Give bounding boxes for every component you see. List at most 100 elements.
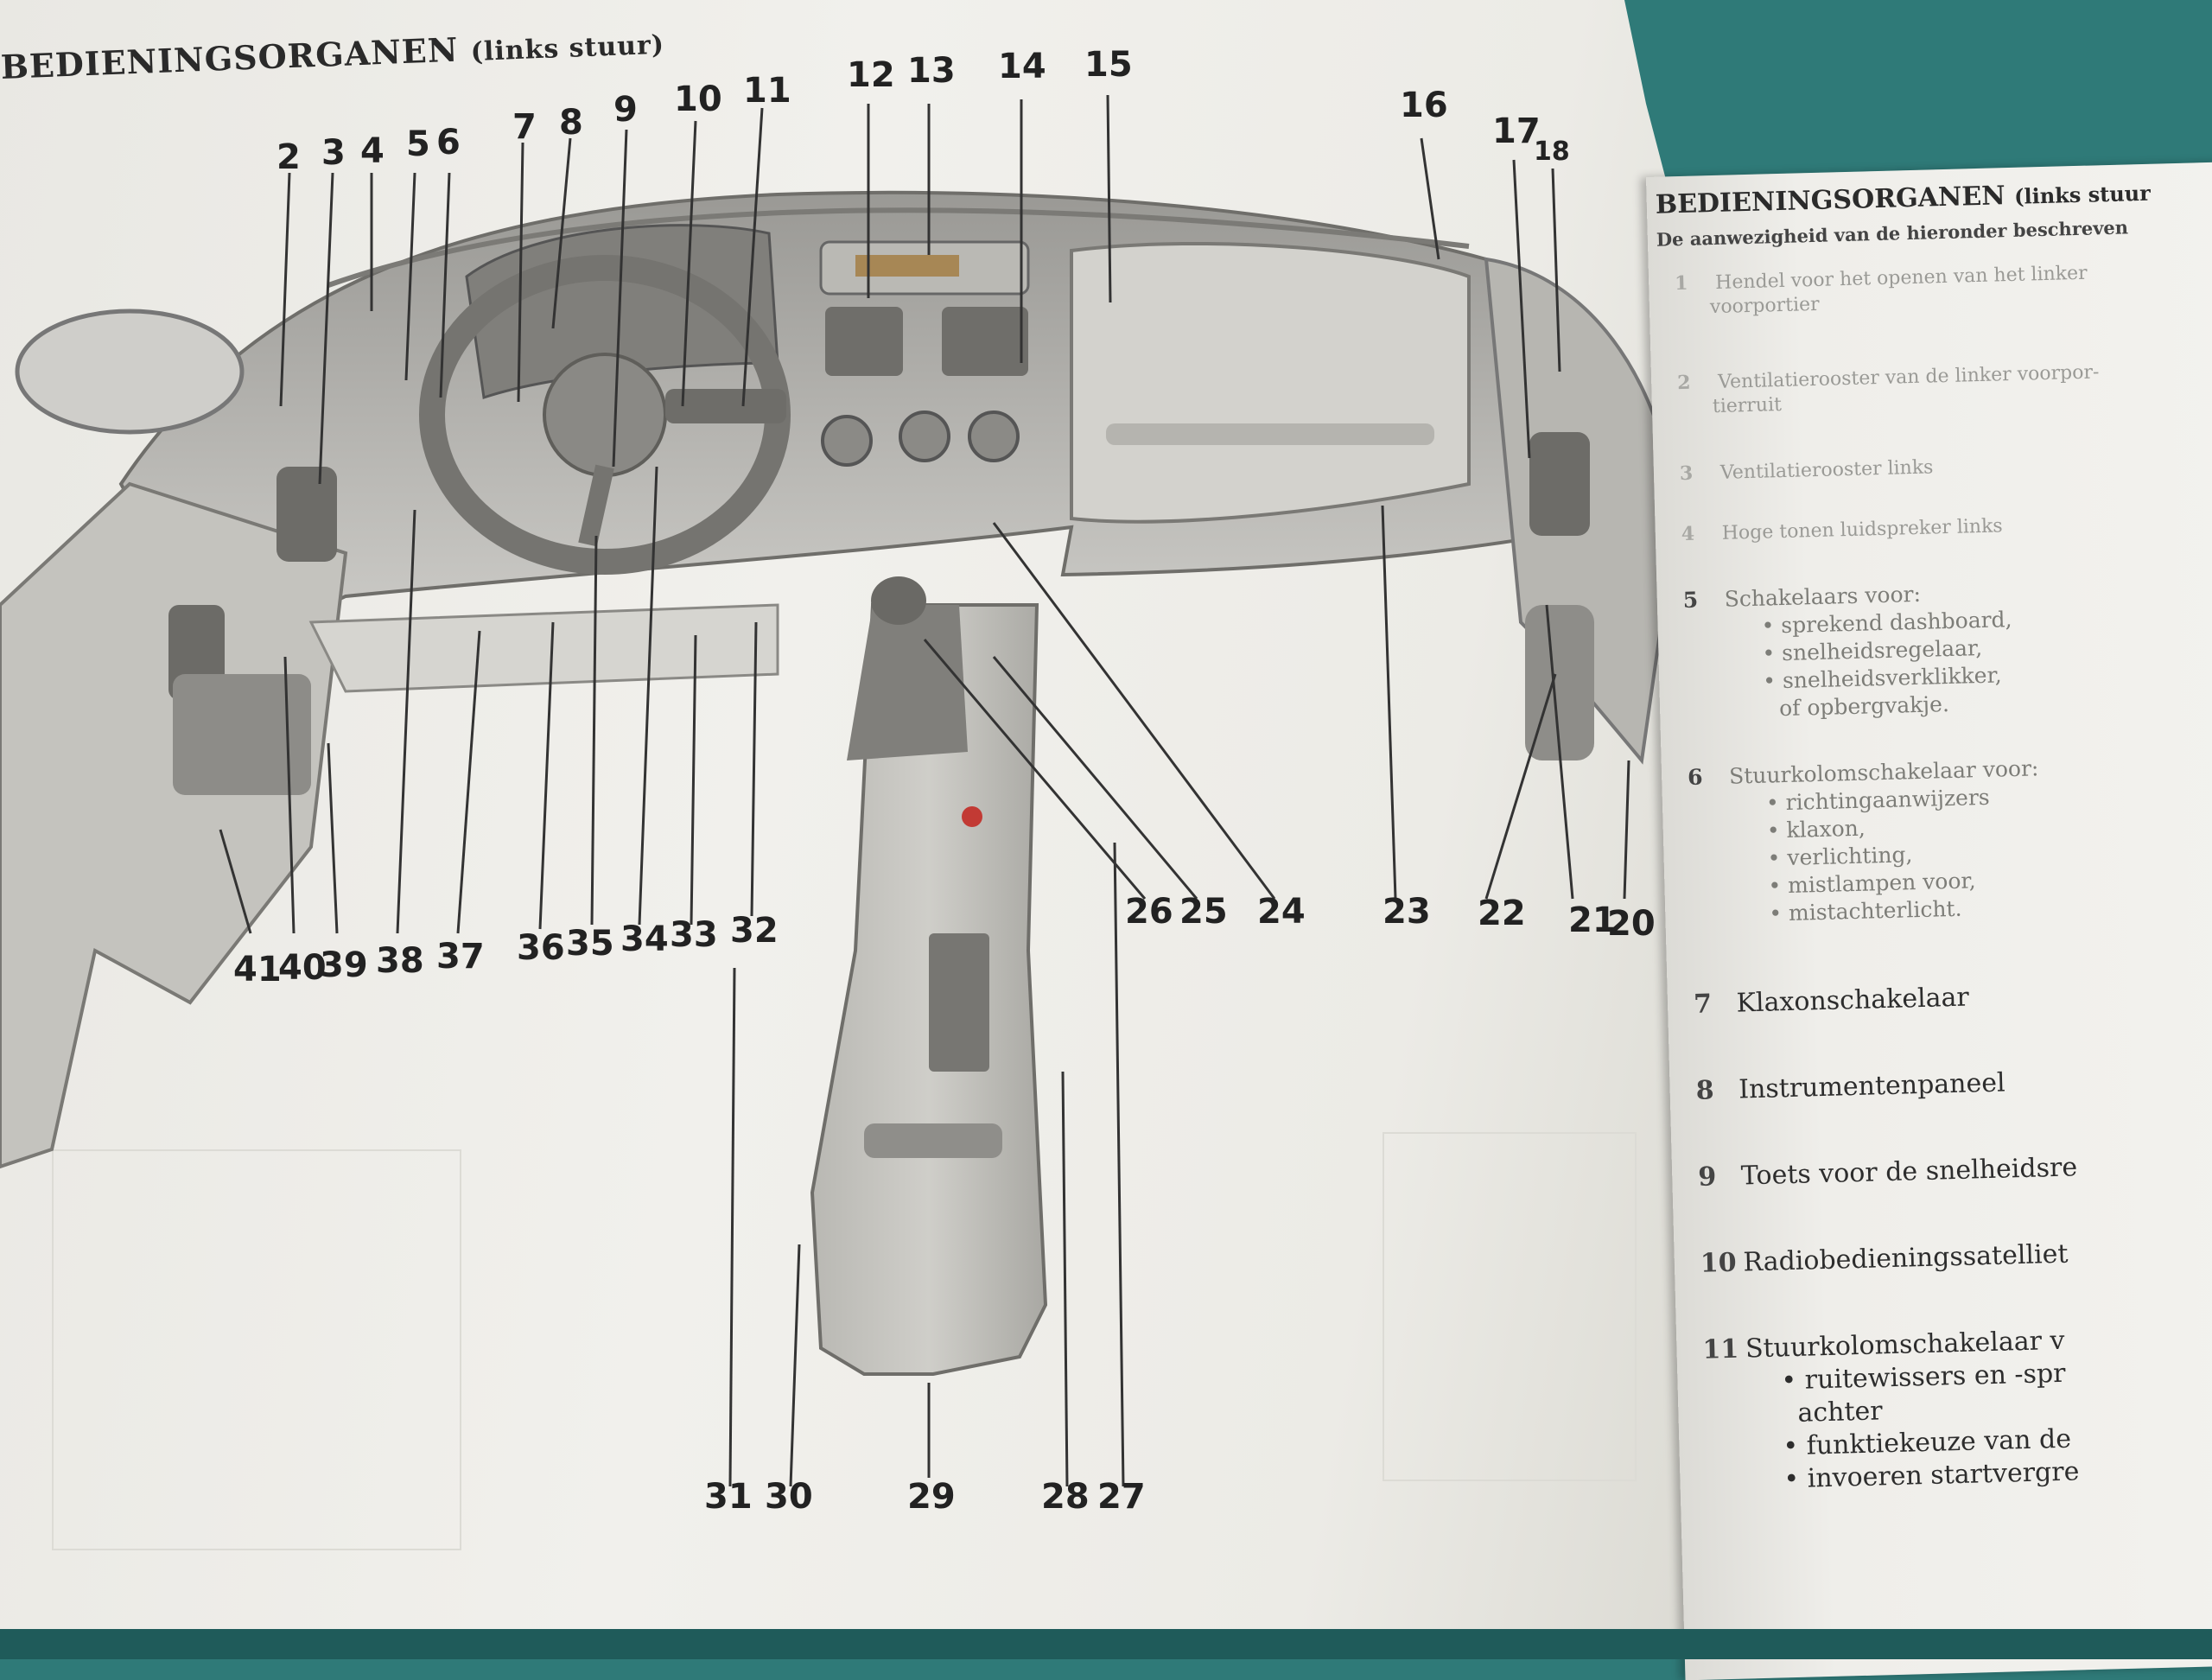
door-panel-left <box>0 481 348 1169</box>
callout-17: 17 <box>1492 111 1541 151</box>
item-bullets: richtingaanwijzers klaxon, verlichting, … <box>1688 782 2043 930</box>
callout-3: 3 <box>321 133 346 173</box>
center-vent-right <box>942 307 1028 376</box>
air-vent-right <box>1529 432 1590 536</box>
list-item: 8 Instrumentenpaneel <box>1695 1066 2005 1107</box>
callout-40: 40 <box>278 948 327 988</box>
side-mirror-left <box>15 309 245 435</box>
callout-20: 20 <box>1607 904 1656 944</box>
console-tray <box>864 1123 1002 1158</box>
item-text: voorportier <box>1709 293 1820 319</box>
item-number: 2 <box>1676 371 1691 395</box>
callouts-top: 2 3 4 5 6 7 8 9 10 11 12 13 14 15 16 17 … <box>276 45 1570 177</box>
item-text: of opbergvakje. <box>1778 691 1950 722</box>
list-item: 10 Radiobedieningssatelliet <box>1700 1238 2068 1281</box>
callout-34: 34 <box>620 920 669 959</box>
item-number: 8 <box>1695 1075 1715 1106</box>
callout-13: 13 <box>907 51 956 91</box>
bullet: snelheidsverklikker, <box>1763 661 2014 696</box>
callout-9: 9 <box>613 90 638 130</box>
callout-27: 27 <box>1097 1477 1146 1517</box>
item-number: 10 <box>1700 1247 1738 1279</box>
callout-26: 26 <box>1125 892 1173 932</box>
item-number: 5 <box>1682 587 1699 614</box>
list-item: 5 Schakelaars voor: sprekend dashboard, … <box>1682 578 2014 725</box>
item-text: Ventilatierooster links <box>1719 456 1934 484</box>
item-number: 7 <box>1693 989 1713 1020</box>
main-page: BEDIENINGSORGANEN (links stuur) <box>0 0 1685 1659</box>
callout-7: 7 <box>512 107 537 147</box>
item-text: Klaxonschakelaar <box>1736 982 1970 1019</box>
callouts-console: 31 30 29 28 27 <box>704 1477 1146 1517</box>
callout-2: 2 <box>276 137 301 177</box>
item-number: 4 <box>1681 522 1695 546</box>
item-number: 3 <box>1679 461 1694 486</box>
item-text: Instrumentenpaneel <box>1738 1067 2006 1105</box>
callout-22: 22 <box>1478 894 1526 933</box>
item-bullets: sprekend dashboard, snelheidsregelaar, s… <box>1683 606 2013 697</box>
steering-spoke <box>578 464 614 547</box>
item-text: achter <box>1797 1396 1884 1429</box>
side-page-intro: De aanwezigheid van de hieronder beschre… <box>1656 216 2129 251</box>
side-title-main: BEDIENINGSORGANEN <box>1655 181 2006 220</box>
air-vent-left <box>276 467 337 562</box>
list-item: 6 Stuurkolomschakelaar voor: richtingaan… <box>1688 754 2043 930</box>
callout-6: 6 <box>436 123 461 162</box>
callout-10: 10 <box>674 80 722 119</box>
item-text: Radiobedieningssatelliet <box>1743 1238 2069 1278</box>
item-number: 11 <box>1702 1333 1739 1365</box>
door-handle-left <box>173 674 311 795</box>
hazard-switch <box>962 806 982 827</box>
gear-boot <box>847 605 968 760</box>
item-number: 1 <box>1674 271 1688 296</box>
center-vent-left <box>825 307 903 376</box>
callout-39: 39 <box>320 945 368 985</box>
windscreen-trim <box>327 207 1470 288</box>
callout-35: 35 <box>566 924 614 964</box>
callout-23: 23 <box>1382 892 1431 932</box>
callout-29: 29 <box>907 1477 956 1517</box>
callout-4: 4 <box>360 131 385 171</box>
heater-knob-2 <box>899 410 950 462</box>
ghost-box-left <box>52 1149 461 1550</box>
side-page: BEDIENINGSORGANEN (links stuur De aanwez… <box>1646 161 2212 1680</box>
callout-11: 11 <box>743 71 791 111</box>
item-text: tierruit <box>1712 393 1783 418</box>
callout-28: 28 <box>1041 1477 1090 1517</box>
callouts-bottom-row: 41 40 39 38 37 36 35 34 33 32 26 25 24 2… <box>233 892 1656 990</box>
callout-38: 38 <box>376 941 424 981</box>
heater-knob-1 <box>821 415 873 467</box>
center-display-screen <box>855 255 959 277</box>
list-item: 7 Klaxonschakelaar <box>1694 982 1970 1021</box>
list-item: 9 Toets voor de snelheidsre <box>1698 1151 2078 1193</box>
callout-8: 8 <box>559 103 583 143</box>
heater-knob-3 <box>968 410 1020 462</box>
lower-dashboard <box>308 603 779 693</box>
side-page-title: BEDIENINGSORGANEN (links stuur <box>1655 177 2151 220</box>
callout-33: 33 <box>670 915 718 955</box>
callout-41: 41 <box>233 950 282 990</box>
item-bullets: funktiekeuze van de invoeren startvergre <box>1705 1422 2080 1498</box>
callout-32: 32 <box>730 911 779 951</box>
callout-18: 18 <box>1534 137 1570 167</box>
bullet: mistachterlicht. <box>1769 893 2043 927</box>
list-item: 3 Ventilatierooster links <box>1680 455 1934 487</box>
glovebox-handle <box>1106 423 1434 445</box>
item-number: 6 <box>1687 764 1703 790</box>
list-item: 4 Hoge tonen luidspreker links <box>1681 513 2003 547</box>
callout-15: 15 <box>1084 45 1133 85</box>
callout-31: 31 <box>704 1477 753 1517</box>
list-item: 1 Hendel voor het openen van het linker … <box>1675 261 2088 321</box>
item-text: Hendel voor het openen van het linker <box>1714 262 2088 294</box>
ashtray <box>929 933 989 1072</box>
callout-14: 14 <box>998 47 1046 86</box>
ghost-box-right <box>1382 1132 1637 1481</box>
callout-21: 21 <box>1568 900 1617 940</box>
callout-37: 37 <box>436 937 485 977</box>
door-handle-right <box>1525 605 1594 760</box>
bullet: invoeren startvergre <box>1783 1455 2080 1496</box>
bullet: ruitewissers en -spr <box>1781 1357 2077 1397</box>
steering-hub <box>543 353 667 477</box>
callout-5: 5 <box>406 124 430 164</box>
callout-24: 24 <box>1257 892 1306 932</box>
